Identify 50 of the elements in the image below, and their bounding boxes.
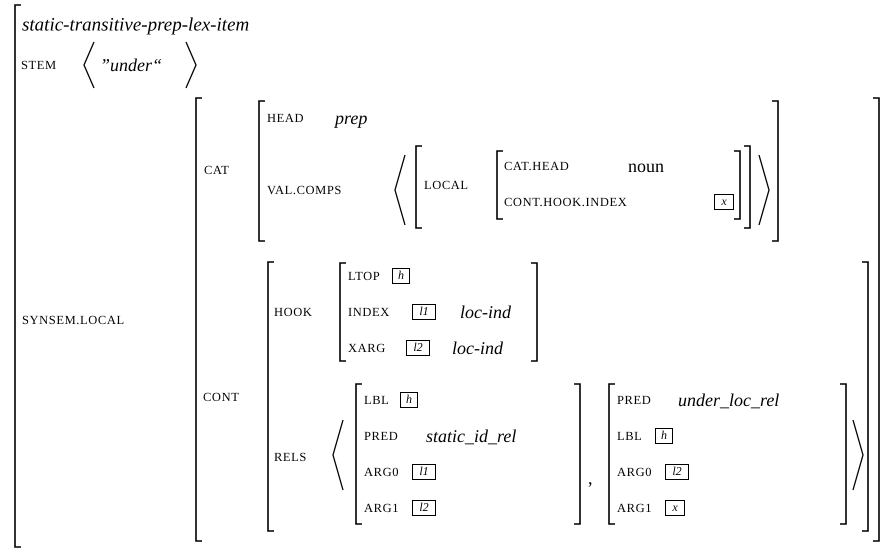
attribute-value-matrix — [195, 97, 880, 542]
feature-value: loc-ind — [452, 339, 503, 357]
feature-name: ARG1 — [617, 502, 652, 514]
feature-name: CONT — [203, 390, 240, 404]
feature-value: noun — [628, 157, 664, 175]
feature-name: HOOK — [274, 306, 313, 318]
attribute-value-matrix — [415, 145, 751, 229]
feature-name: SYNSEM.LOCAL — [22, 314, 125, 326]
feature-name: XARG — [348, 342, 386, 354]
attribute-value-matrix — [339, 262, 538, 362]
feature-name: INDEX — [348, 306, 390, 318]
feature-name: LBL — [364, 394, 390, 406]
feature-value: prep — [335, 109, 368, 127]
coindex-tag: l2 — [665, 464, 689, 480]
coindex-tag: x — [714, 194, 734, 210]
feature-name: CONT.HOOK.INDEX — [504, 196, 628, 208]
feature-name: CAT — [204, 164, 230, 176]
coindex-tag: h — [655, 428, 673, 444]
feature-value: under_loc_rel — [678, 391, 780, 409]
feature-name: STEM — [21, 58, 57, 72]
coindex-tag: h — [400, 392, 418, 408]
coindex-tag: x — [665, 500, 685, 516]
attribute-value-matrix — [258, 100, 779, 242]
coindex-tag: h — [392, 268, 410, 284]
feature-name: ARG0 — [364, 466, 400, 478]
feature-name: RELS — [274, 450, 307, 464]
feature-name: LTOP — [348, 270, 380, 282]
separator-comma: , — [588, 469, 592, 487]
feature-name: HEAD — [267, 112, 304, 124]
type-name: static-transitive-prep-lex-item — [22, 16, 250, 34]
attribute-value-matrix — [267, 261, 869, 532]
attribute-value-matrix — [608, 383, 847, 525]
feature-name: PRED — [364, 430, 398, 442]
coindex-tag: l1 — [412, 304, 436, 320]
feature-name: PRED — [617, 394, 652, 406]
attribute-value-matrix — [355, 383, 581, 525]
attribute-value-matrix — [14, 4, 880, 548]
feature-value: ”under“ — [100, 56, 162, 74]
attribute-value-matrix — [496, 150, 741, 220]
coindex-tag: l2 — [412, 500, 436, 516]
feature-name: LBL — [617, 430, 642, 442]
feature-name: LOCAL — [424, 178, 469, 192]
coindex-tag: l1 — [412, 464, 436, 480]
coindex-tag: l2 — [406, 340, 430, 356]
feature-name: VAL.COMPS — [267, 184, 342, 196]
feature-name: ARG0 — [617, 466, 652, 478]
feature-name: CAT.HEAD — [504, 160, 570, 172]
feature-value: static_id_rel — [426, 427, 516, 445]
feature-name: ARG1 — [364, 502, 400, 514]
feature-value: loc-ind — [460, 303, 511, 321]
